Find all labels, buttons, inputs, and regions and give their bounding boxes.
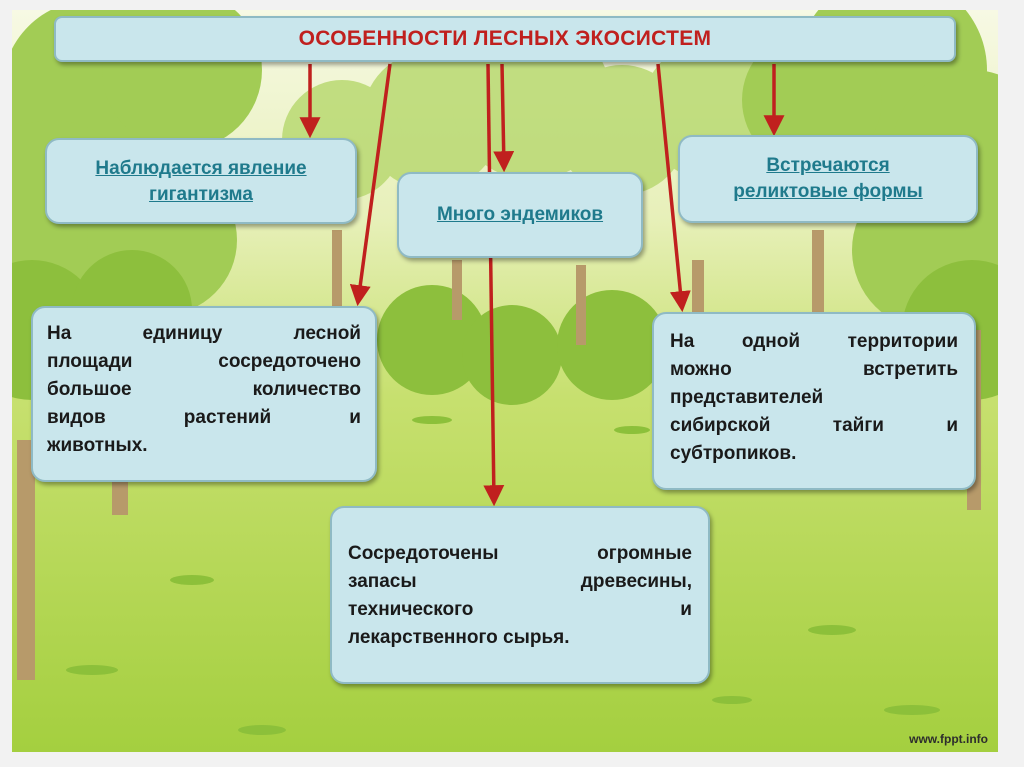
species-line-3: большое количество <box>47 379 361 400</box>
arrow-to-territory <box>656 63 691 313</box>
box-resources: Сосредоточены огромные запасы древесины,… <box>330 506 710 684</box>
box-gigantism: Наблюдается явление гигантизма <box>45 138 357 224</box>
relict-line-1[interactable]: Встречаются <box>766 155 890 176</box>
territory-line-2: можно встретить <box>670 359 958 380</box>
species-line-2: площади сосредоточено <box>47 351 361 372</box>
arrow-to-endemics <box>493 63 515 173</box>
species-line-5: животных. <box>47 435 148 456</box>
arrow-to-resources <box>483 63 505 507</box>
territory-line-1: На одной территории <box>670 331 958 352</box>
territory-line-5: субтропиков. <box>670 443 797 464</box>
territory-line-3: представителей <box>670 387 824 408</box>
endemics-line-1[interactable]: Много эндемиков <box>436 204 604 225</box>
title-box: ОСОБЕННОСТИ ЛЕСНЫХ ЭКОСИСТЕМ <box>54 16 956 62</box>
box-territory: На одной территории можно встретить пред… <box>652 312 976 490</box>
territory-line-4: сибирской тайги и <box>670 415 958 436</box>
gigantism-line-1[interactable]: Наблюдается явление <box>95 158 307 179</box>
slide: ОСОБЕННОСТИ ЛЕСНЫХ ЭКОСИСТЕМ Наблюдается… <box>12 10 998 752</box>
relict-line-2[interactable]: реликтовые формы <box>733 181 923 202</box>
resources-line-4: лекарственного сырья. <box>348 627 570 648</box>
watermark: www.fppt.info <box>909 732 988 746</box>
resources-line-1: Сосредоточены огромные <box>348 543 692 564</box>
connector-arrows <box>299 63 785 507</box>
resources-line-2: запасы древесины, <box>348 571 692 592</box>
box-endemics: Много эндемиков <box>397 172 643 258</box>
gigantism-line-2[interactable]: гигантизма <box>149 184 253 205</box>
species-line-1: На единицу лесной <box>47 323 361 344</box>
box-species: На единицу лесной площади сосредоточено … <box>31 306 377 482</box>
resources-line-3: технического и <box>348 599 692 620</box>
page-title: ОСОБЕННОСТИ ЛЕСНЫХ ЭКОСИСТЕМ <box>298 27 712 50</box>
box-relict: Встречаются реликтовые формы <box>678 135 978 223</box>
species-line-4: видов растений и <box>47 407 361 428</box>
arrow-to-species <box>349 63 392 307</box>
